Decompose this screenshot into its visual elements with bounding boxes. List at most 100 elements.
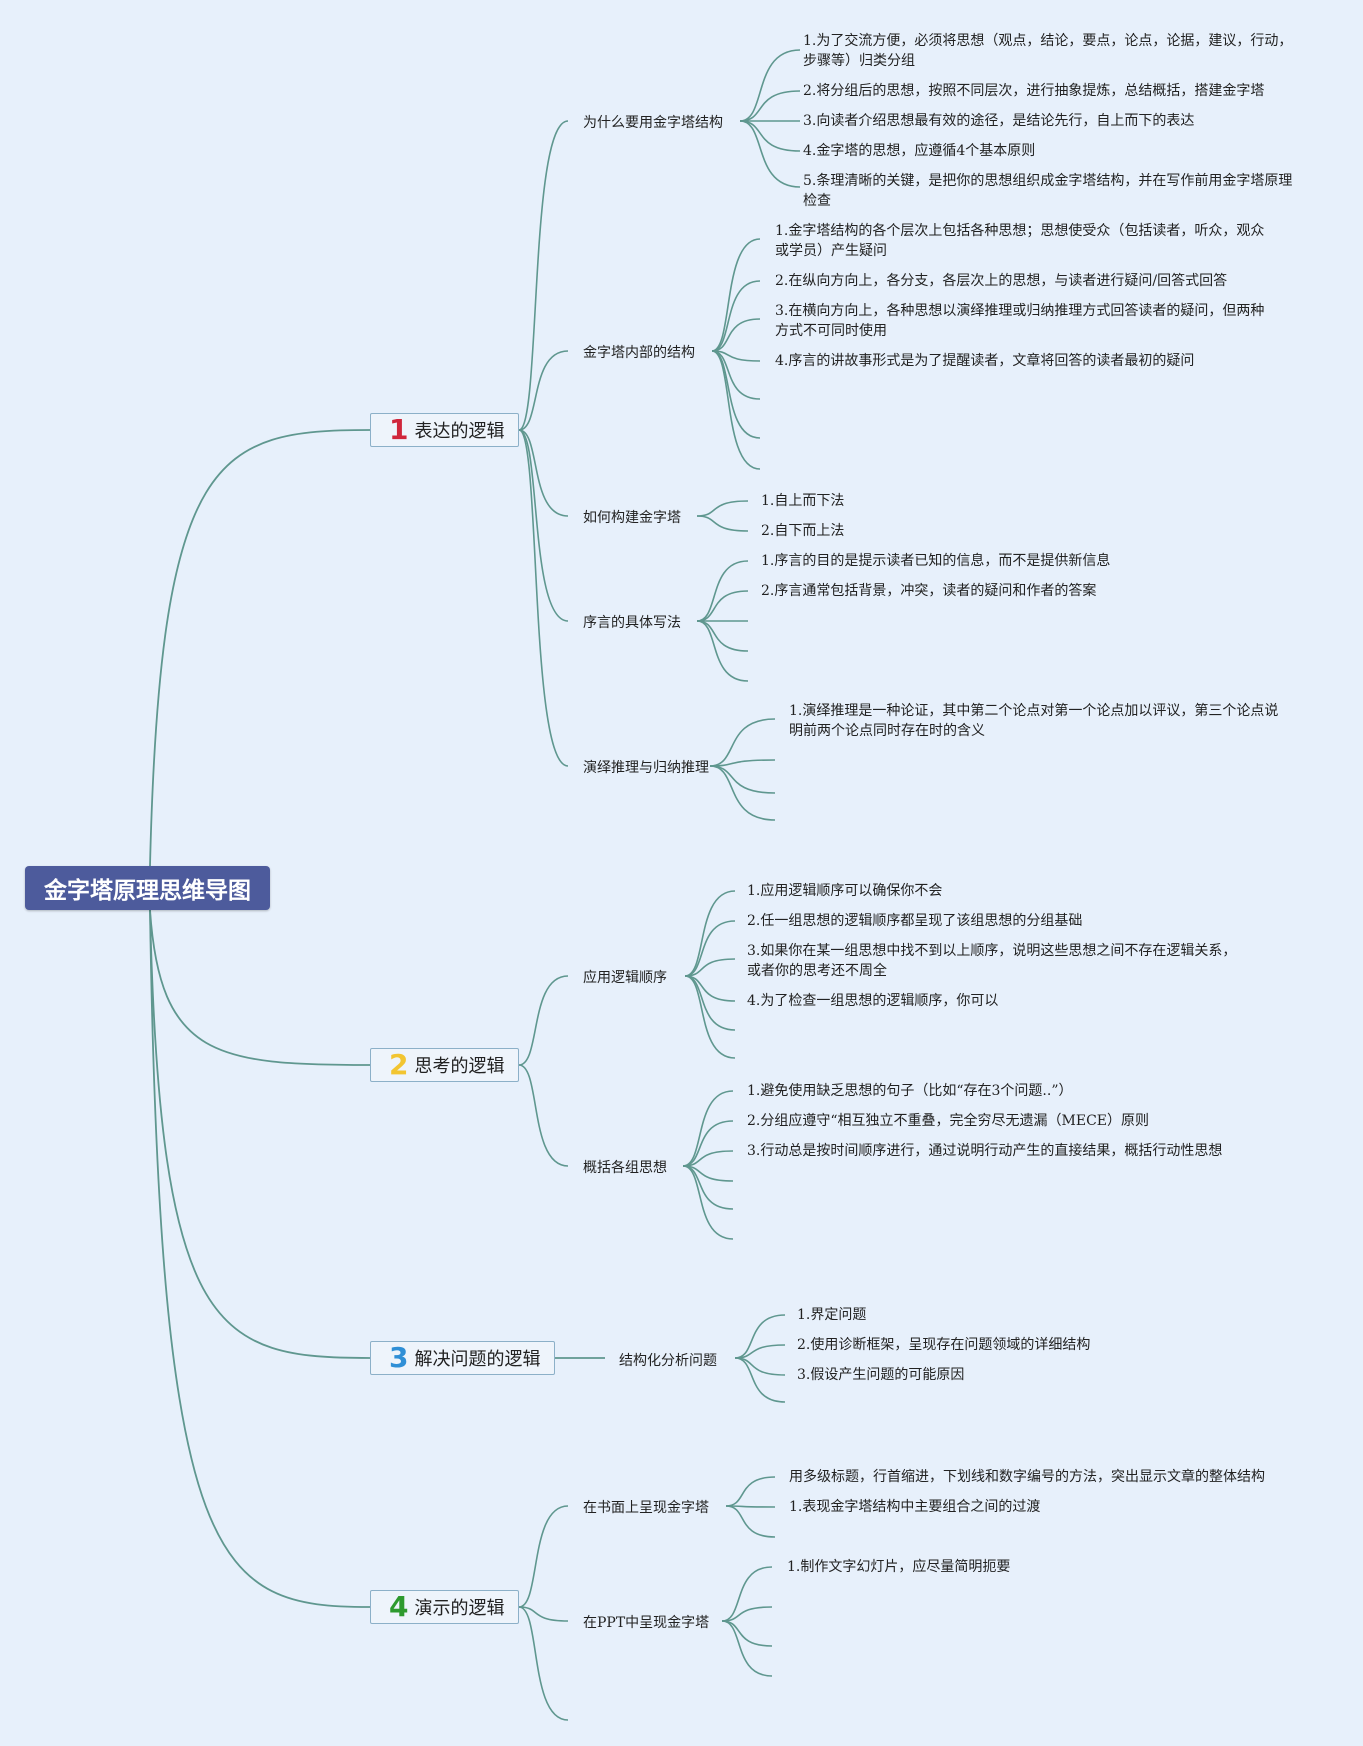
connector-line xyxy=(721,1620,773,1677)
topic-deduction-induction[interactable]: 演绎推理与归纳推理 xyxy=(583,760,709,776)
branch-label: 表达的逻辑 xyxy=(414,421,505,442)
connector-line xyxy=(518,429,569,622)
list-item[interactable]: 3.在横向方向上，各种思想以演绎推理或归纳推理方式回答读者的疑问，但两种方式不可… xyxy=(775,303,1265,339)
list-item[interactable]: 2.自下而上法 xyxy=(761,523,845,539)
list-item[interactable]: 1.演绎推理是一种论证，其中第二个论点对第一个论点加以评议，第三个论点说明前两个… xyxy=(789,703,1279,739)
list-item[interactable]: 1.界定问题 xyxy=(797,1307,867,1323)
connector-line xyxy=(684,958,736,977)
list-item[interactable]: 1.序言的目的是提示读者已知的信息，而不是提供新信息 xyxy=(761,553,1111,569)
connector-line xyxy=(711,350,761,470)
branch-label: 思考的逻辑 xyxy=(414,1056,505,1077)
connector-line xyxy=(711,280,761,352)
connector-line xyxy=(739,120,801,188)
list-item[interactable]: 3.假设产生问题的可能原因 xyxy=(797,1367,965,1383)
list-item[interactable]: 2.使用诊断框架，呈现存在问题领域的详细结构 xyxy=(797,1337,1091,1353)
list-item[interactable]: 1.避免使用缺乏思想的句子（比如“存在3个问题..”） xyxy=(747,1083,1073,1099)
topic-pyramid-in-ppt[interactable]: 在PPT中呈现金字塔 xyxy=(583,1615,710,1631)
list-item[interactable]: 1.制作文字幻灯片，应尽量简明扼要 xyxy=(787,1559,1011,1575)
connector-line xyxy=(682,1165,734,1210)
topic-build-pyramid[interactable]: 如何构建金字塔 xyxy=(583,510,681,526)
connector-line xyxy=(684,920,736,977)
connector-line xyxy=(518,429,569,517)
list-item[interactable]: 2.序言通常包括背景，冲突，读者的疑问和作者的答案 xyxy=(761,583,1097,599)
connector-line xyxy=(696,500,749,517)
connector-line xyxy=(682,1120,734,1167)
branch-number: 2 xyxy=(389,1048,409,1081)
connector-line xyxy=(149,909,371,1608)
connector-line xyxy=(684,890,736,977)
list-item[interactable]: 2.分组应遵守“相互独立不重叠，完全穷尽无遗漏（MECE）原则 xyxy=(747,1113,1149,1129)
connector-line xyxy=(711,318,761,352)
topic-logical-order[interactable]: 应用逻辑顺序 xyxy=(583,970,667,986)
branch-label: 解决问题的逻辑 xyxy=(414,1349,541,1370)
connector-line xyxy=(709,759,776,767)
connector-line xyxy=(684,975,736,1031)
connector-line xyxy=(709,765,776,821)
list-item[interactable]: 1.为了交流方便，必须将思想（观点，结论，要点，论点，论据，建议，行动，步骤等）… xyxy=(803,33,1293,69)
branch-expression-logic[interactable]: 1 表达的逻辑 xyxy=(370,413,519,447)
list-item[interactable]: 5.条理清晰的关键，是把你的思想组织成金字塔结构，并在写作前用金字塔原理检查 xyxy=(803,173,1293,209)
topic-pyramid-on-paper[interactable]: 在书面上呈现金字塔 xyxy=(583,1500,709,1516)
connector-line xyxy=(696,620,749,652)
connector-line xyxy=(518,350,569,431)
connector-line xyxy=(682,1090,734,1167)
connector-line xyxy=(684,975,736,1059)
list-item[interactable]: 2.任一组思想的逻辑顺序都呈现了该组思想的分组基础 xyxy=(747,913,1083,929)
connector-line xyxy=(149,909,371,1066)
root-title: 金字塔原理思维导图 xyxy=(44,878,251,904)
connector-line xyxy=(518,120,569,431)
connector-line xyxy=(721,1606,773,1622)
connector-line xyxy=(149,429,371,867)
list-item[interactable]: 1.表现金字塔结构中主要组合之间的过渡 xyxy=(789,1499,1041,1515)
list-item[interactable]: 4.为了检查一组思想的逻辑顺序，你可以 xyxy=(747,993,999,1009)
branch-thinking-logic[interactable]: 2 思考的逻辑 xyxy=(370,1048,519,1082)
connector-line xyxy=(739,120,801,152)
topic-pyramid-structure[interactable]: 金字塔内部的结构 xyxy=(583,345,695,361)
branch-problem-solving-logic[interactable]: 3 解决问题的逻辑 xyxy=(370,1341,555,1375)
list-item[interactable]: 2.在纵向方向上，各分支，各层次上的思想，与读者进行疑问/回答式回答 xyxy=(775,273,1228,289)
connector-line xyxy=(739,90,801,122)
topic-summarize-groups[interactable]: 概括各组思想 xyxy=(583,1160,667,1176)
list-item[interactable]: 4.金字塔的思想，应遵循4个基本原则 xyxy=(803,143,1036,159)
topic-why-pyramid[interactable]: 为什么要用金字塔结构 xyxy=(583,115,723,131)
connector-line xyxy=(739,49,801,122)
connector-line xyxy=(696,620,749,682)
branch-presentation-logic[interactable]: 4 演示的逻辑 xyxy=(370,1590,519,1624)
connector-line xyxy=(711,350,761,439)
connector-line xyxy=(149,909,371,1359)
list-item[interactable]: 1.金字塔结构的各个层次上包括各种思想；思想使受众（包括读者，听众，观众或学员）… xyxy=(775,223,1265,259)
connector-line xyxy=(696,515,749,532)
connector-line xyxy=(518,1606,569,1622)
list-item[interactable]: 用多级标题，行首缩进，下划线和数字编号的方法，突出显示文章的整体结构 xyxy=(789,1469,1265,1485)
branch-number: 4 xyxy=(389,1590,409,1623)
connector-line xyxy=(734,1314,786,1359)
list-item[interactable]: 1.自上而下法 xyxy=(761,493,845,509)
connector-line xyxy=(518,1064,569,1167)
topic-structured-analysis[interactable]: 结构化分析问题 xyxy=(619,1353,717,1369)
branch-label: 演示的逻辑 xyxy=(414,1598,505,1619)
connector-line xyxy=(725,1476,776,1507)
list-item[interactable]: 4.序言的讲故事形式是为了提醒读者，文章将回答的读者最初的疑问 xyxy=(775,353,1195,369)
connector-line xyxy=(518,975,569,1066)
connector-line xyxy=(721,1566,773,1622)
connector-line xyxy=(734,1357,786,1403)
connector-line xyxy=(711,238,761,352)
list-item[interactable]: 3.向读者介绍思想最有效的途径，是结论先行，自上而下的表达 xyxy=(803,113,1195,129)
connector-line xyxy=(696,560,749,622)
topic-preface-writing[interactable]: 序言的具体写法 xyxy=(583,615,681,631)
connector-line xyxy=(682,1165,734,1240)
list-item[interactable]: 2.将分组后的思想，按照不同层次，进行抽象提炼，总结概括，搭建金字塔 xyxy=(803,83,1265,99)
connector-line xyxy=(518,429,569,767)
connector-line xyxy=(709,765,776,794)
branch-number: 3 xyxy=(389,1341,409,1374)
connector-line xyxy=(518,1606,569,1721)
connector-line xyxy=(682,1150,734,1167)
list-item[interactable]: 3.如果你在某一组思想中找不到以上顺序，说明这些思想之间不存在逻辑关系，或者你的… xyxy=(747,943,1237,979)
connector-line xyxy=(725,1505,776,1538)
connector-line xyxy=(696,590,749,622)
root-node[interactable]: 金字塔原理思维导图 xyxy=(25,866,270,910)
list-item[interactable]: 3.行动总是按时间顺序进行，通过说明行动产生的直接结果，概括行动性思想 xyxy=(747,1143,1223,1159)
list-item[interactable]: 1.应用逻辑顺序可以确保你不会 xyxy=(747,883,943,899)
connector-line xyxy=(709,718,776,767)
